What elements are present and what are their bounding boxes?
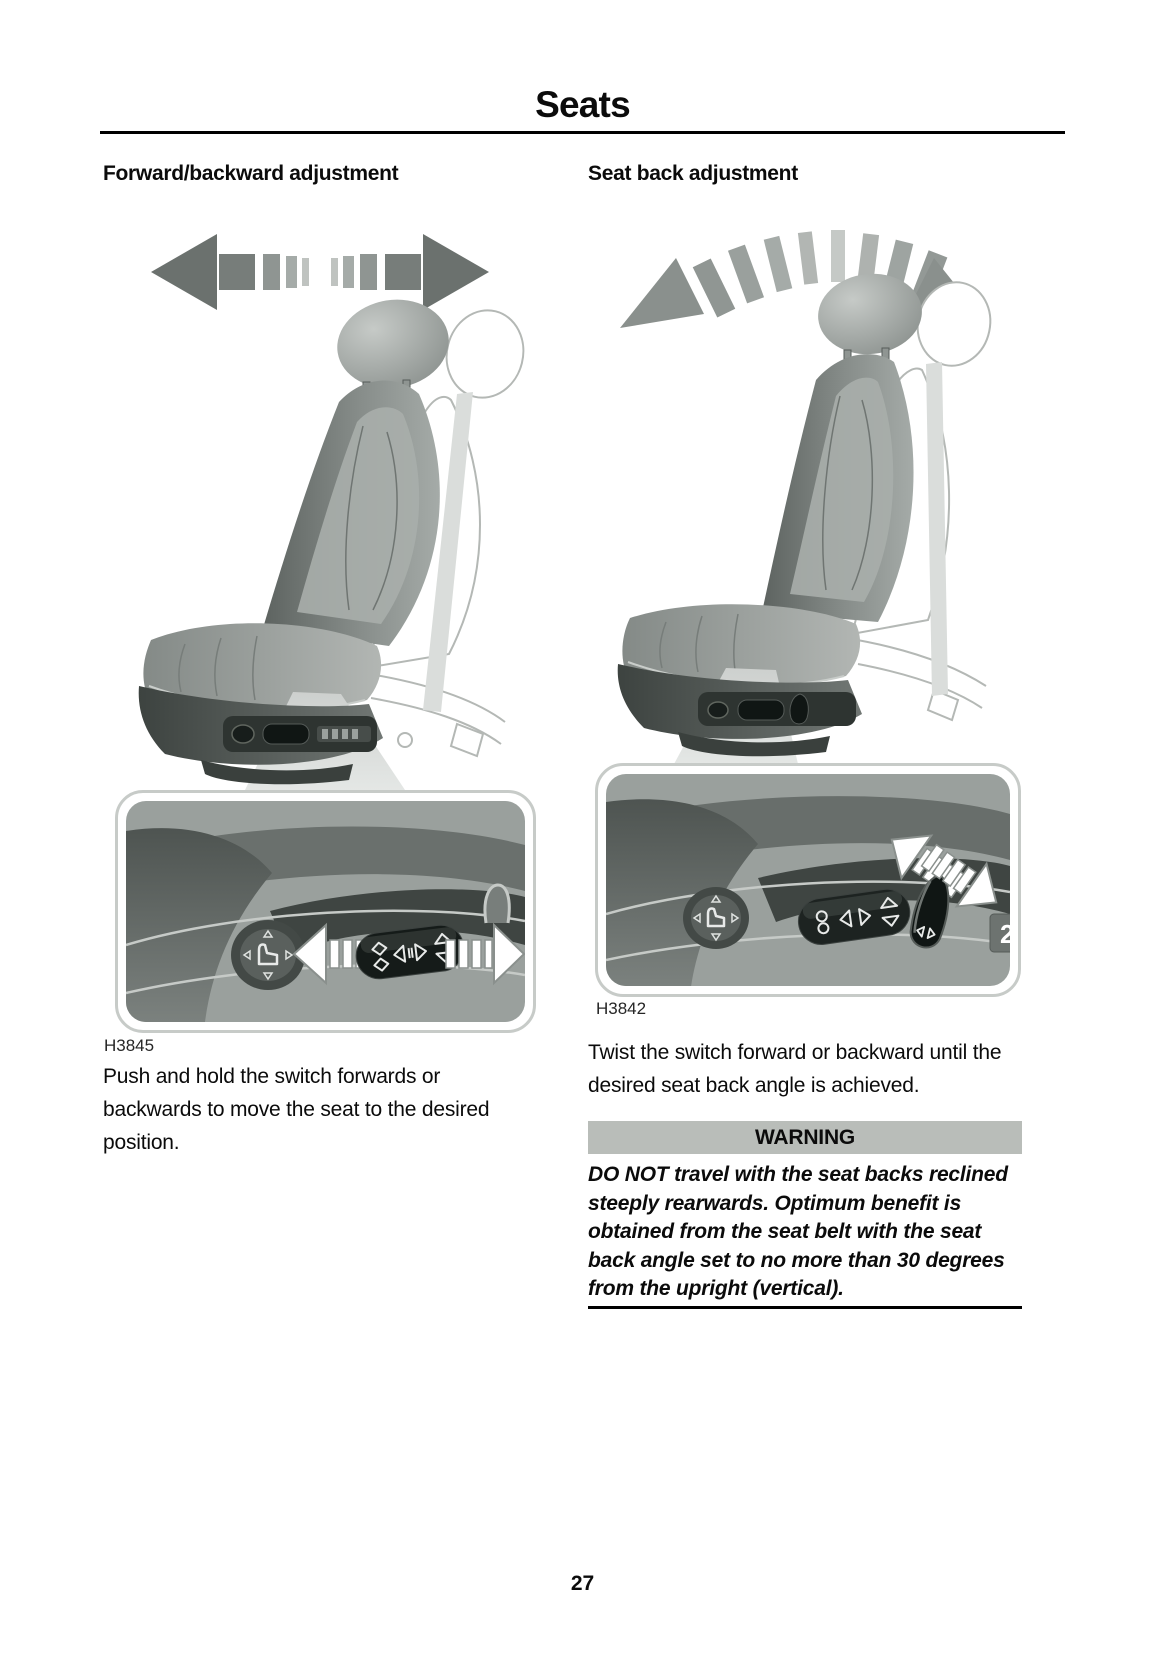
memory-button-2-label: 2 bbox=[1000, 919, 1014, 949]
seat-adjust-knob-icon bbox=[683, 887, 749, 949]
seat-belt-strap bbox=[423, 392, 473, 712]
paragraph-seat-back: Twist the switch forward or backward unt… bbox=[588, 1041, 1002, 1097]
multifunction-switch-icon bbox=[737, 699, 785, 721]
seat-adjust-knob-icon bbox=[707, 701, 729, 719]
seat-base-switch-panel bbox=[617, 664, 862, 757]
heading-forward-backward: Forward/backward adjustment bbox=[103, 162, 399, 185]
seat-illustration-seat-back bbox=[617, 230, 992, 764]
multifunction-switch-icon bbox=[262, 723, 310, 745]
paragraph-forward-backward: Push and hold the switch forwards or bac… bbox=[103, 1065, 490, 1154]
seat-drawing bbox=[622, 273, 922, 688]
heading-seat-back: Seat back adjustment bbox=[588, 162, 798, 185]
callout-forward-backward-art bbox=[126, 801, 525, 1022]
multifunction-switch-icon bbox=[355, 924, 465, 980]
seat-drawing bbox=[143, 299, 449, 712]
title-rule bbox=[100, 131, 1065, 134]
seatback-twist-switch-icon bbox=[909, 874, 950, 949]
callout-seat-back: 2 bbox=[595, 763, 1021, 997]
warning-bar: WARNING bbox=[588, 1121, 1022, 1154]
warning-end-rule bbox=[588, 1306, 1022, 1309]
release-lever-icon bbox=[483, 883, 511, 924]
warning-text: DO NOT travel with the seat backs reclin… bbox=[588, 1163, 1008, 1300]
callout-seat-back-art: 2 bbox=[606, 774, 1014, 986]
seat-adjust-knob-icon bbox=[231, 724, 255, 744]
seat-adjust-knob-icon bbox=[231, 920, 305, 990]
page-number: 27 bbox=[570, 1572, 595, 1595]
forward-backward-arrow-icon bbox=[151, 234, 489, 310]
seat-belt-strap bbox=[926, 362, 948, 696]
callout-forward-backward bbox=[115, 790, 536, 1033]
memory-button-2: 2 bbox=[989, 913, 1014, 953]
callout-arrow-down-right-icon bbox=[920, 843, 998, 908]
seat-illustration-forward-backward bbox=[138, 234, 525, 790]
callout-arrow-right-icon bbox=[445, 922, 525, 986]
seatback-twist-switch-icon bbox=[789, 693, 809, 725]
figure-code-right: H3842 bbox=[596, 999, 647, 1018]
figure-code-left: H3845 bbox=[104, 1036, 155, 1055]
seat-base-switch-panel bbox=[138, 686, 383, 785]
page-title: Seats bbox=[535, 84, 631, 125]
multifunction-switch-icon bbox=[797, 888, 911, 945]
